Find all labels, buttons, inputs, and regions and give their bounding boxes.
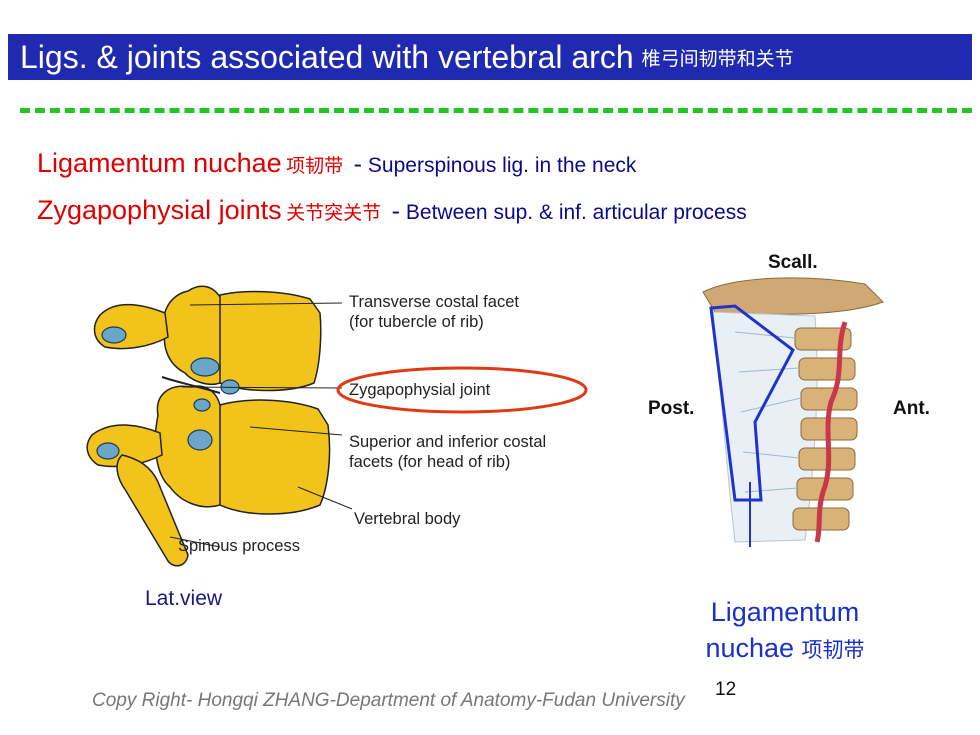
ligament-label-line1: Ligamentum: [710, 597, 860, 627]
bullet-desc: Between sup. & inf. articular process: [405, 201, 747, 224]
orientation-right-label: Ant.: [893, 398, 930, 419]
callout-line: Transverse costal facet: [349, 293, 519, 311]
cervical-spine-illustration: [702, 277, 884, 547]
callout-line: (for tubercle of rib): [349, 313, 484, 331]
ligament-label-line2: nuchae 项韧带: [670, 630, 900, 669]
bullet-term: Zygapophysial joints: [37, 195, 282, 225]
vertebrae-illustration: [86, 285, 353, 567]
slide-title: Ligs. & joints associated with vertebral…: [20, 38, 634, 75]
callout-line: facets (for head of rib): [349, 453, 511, 471]
ligament-label-en: nuchae: [705, 633, 795, 663]
ligamentum-nuchae-label: Ligamentum nuchae 项韧带: [670, 594, 900, 669]
bullet-ligamentum-nuchae: Ligamentum nuchae 项韧带 -Superspinous lig.…: [37, 148, 636, 179]
slide-title-bar: Ligs. & joints associated with vertebral…: [8, 34, 972, 80]
callout-vertebral-body: Vertebral body: [354, 510, 461, 528]
orientation-top-label: Scall.: [768, 252, 818, 273]
bullet-term: Ligamentum nuchae: [37, 148, 282, 178]
callout-spinous-process: Spinous process: [178, 537, 300, 555]
bullet-desc: Superspinous lig. in the neck: [367, 154, 637, 177]
bullet-dash: -: [353, 150, 362, 178]
bullet-zygapophysial-joints: Zygapophysial joints 关节突关节 -Between sup.…: [37, 195, 747, 226]
bullet-dash: -: [391, 197, 400, 225]
bullet-term-cn: 项韧带: [286, 156, 344, 177]
callout-zygapophysial-joint: Zygapophysial joint: [349, 381, 491, 399]
slide-title-cn: 椎弓间韧带和关节: [641, 48, 794, 70]
ligament-label-cn: 项韧带: [801, 639, 865, 662]
callout-costal-facets: Superior and inferior costal facets (for…: [349, 432, 546, 472]
orientation-left-label: Post.: [648, 398, 695, 419]
callout-transverse-costal-facet: Transverse costal facet (for tubercle of…: [349, 292, 519, 332]
dashed-divider: [20, 108, 972, 113]
lateral-view-label: Lat.view: [145, 587, 223, 610]
zygapophysial-highlight-ellipse: [336, 366, 588, 414]
page-number: 12: [715, 679, 737, 700]
callout-line: Superior and inferior costal: [349, 433, 547, 451]
bullet-term-cn: 关节突关节: [286, 203, 382, 224]
copyright-footer: Copy Right- Hongqi ZHANG-Department of A…: [92, 690, 685, 711]
